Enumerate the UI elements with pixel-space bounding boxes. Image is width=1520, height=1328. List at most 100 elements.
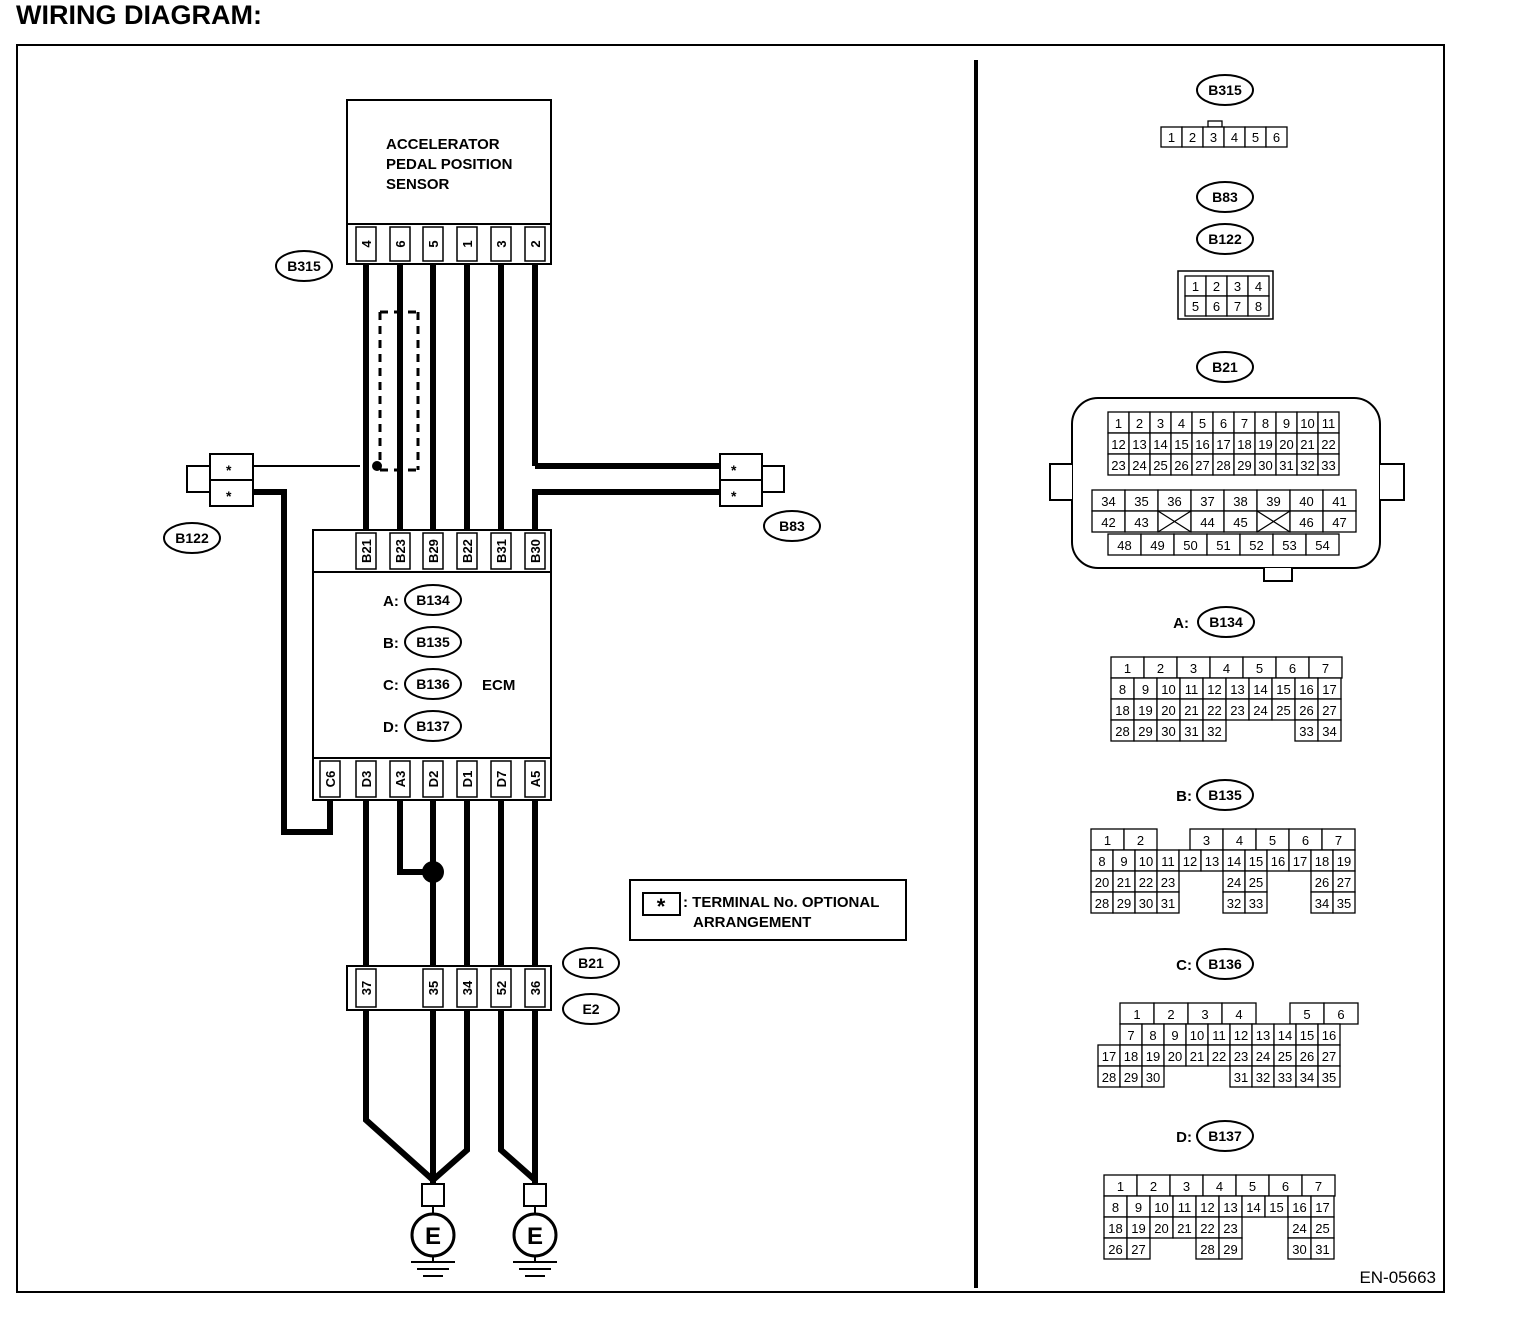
b21-view-lower-pin: 43	[1134, 515, 1148, 530]
b134-view-tag-oval	[1197, 606, 1255, 638]
b136-view-pin: 20	[1168, 1049, 1182, 1064]
sensor-label-line-3: SENSOR	[386, 176, 450, 193]
b21-view-lower-pin: 44	[1200, 515, 1214, 530]
b122-view-pin: 6	[1213, 299, 1220, 314]
b137-view-pin: 17	[1315, 1200, 1329, 1215]
b137-view-pin: 24	[1292, 1221, 1306, 1236]
b137-view-top-pin: 7	[1315, 1179, 1322, 1194]
b135-view-pin: 25	[1249, 875, 1263, 890]
b136-view-pin: 27	[1322, 1049, 1336, 1064]
b135-view-pin: 31	[1161, 896, 1175, 911]
b137-view-pin: 21	[1177, 1221, 1191, 1236]
b136-view-pin: 17	[1102, 1049, 1116, 1064]
b21-view-lower-pin: 37	[1200, 494, 1214, 509]
b137-view-pin: 11	[1178, 1200, 1192, 1215]
sensor-pin-label: 1	[460, 240, 475, 247]
b134-view-pin: 14	[1253, 682, 1267, 697]
b21-view-upper-pin: 10	[1300, 416, 1314, 431]
b21-view-upper-pin: 32	[1300, 458, 1314, 473]
b21-view-lower-pin: 51	[1216, 538, 1230, 553]
sensor-pin-cell	[355, 226, 377, 262]
b137-view-tag-oval	[1196, 1120, 1254, 1152]
b122-view-pin: 3	[1234, 279, 1241, 294]
ecm-block: ECM	[312, 529, 552, 801]
b135-view-pin: 29	[1117, 896, 1131, 911]
svg-text:B21: B21	[578, 955, 604, 971]
b134-view-pin: 20	[1161, 703, 1175, 718]
ecm-connector-prefix: A:	[383, 593, 399, 610]
b137-view-tag: B137	[1208, 1128, 1242, 1144]
b134-view-pin: 22	[1207, 703, 1221, 718]
ecm-top-pin-label: B30	[528, 539, 543, 563]
b315-view-pin: 2	[1189, 130, 1196, 145]
b315-view-pin: 5	[1252, 130, 1259, 145]
b135-view-prefix: B:	[1176, 788, 1192, 805]
b134-view-tag: B134	[1209, 614, 1243, 630]
b134-view-top-pin: 4	[1223, 661, 1230, 676]
b134-view-top-pin: 7	[1322, 661, 1329, 676]
b137-view-top-pin: 2	[1150, 1179, 1157, 1194]
b21-view-upper-pin: 31	[1279, 458, 1293, 473]
b136-view-top-pin: 5	[1303, 1007, 1310, 1022]
b134-view-top-pin: 6	[1289, 661, 1296, 676]
b122-view-pin: 8	[1255, 299, 1262, 314]
b136-view-top-pin: 2	[1167, 1007, 1174, 1022]
figure-code: EN-05663	[1359, 1268, 1436, 1287]
b135-view-pin: 15	[1249, 854, 1263, 869]
b21-view-lower-pin: 45	[1233, 515, 1247, 530]
b137-view-cell	[1126, 1237, 1151, 1260]
b136-view-pin: 24	[1256, 1049, 1270, 1064]
b122-optional-pin-1: *	[226, 462, 232, 478]
b21-view-lower-pin: 49	[1150, 538, 1164, 553]
b137-view-pin: 28	[1200, 1242, 1214, 1257]
b136-view-pin: 29	[1124, 1070, 1138, 1085]
b21-view-upper-pin: 17	[1216, 437, 1230, 452]
b315-view-pin: 3	[1210, 130, 1217, 145]
b137-view-pin: 18	[1108, 1221, 1122, 1236]
ecm-bottom-pin-cell	[524, 760, 546, 798]
b134-view-pin: 30	[1161, 724, 1175, 739]
b122-view-tag: B122	[1208, 231, 1242, 247]
b135-view-top-pin: 6	[1302, 833, 1309, 848]
b136-view-pin: 11	[1212, 1028, 1226, 1043]
b21-view-upper-pin: 20	[1279, 437, 1293, 452]
b21-view-upper-pin: 21	[1300, 437, 1314, 452]
joint-pin-label: 52	[494, 981, 509, 995]
ecm-connector-tag: B134	[416, 592, 450, 608]
b122-optional-pin-2: *	[226, 488, 232, 504]
b136-view-cell	[1141, 1065, 1165, 1088]
b21-view-upper-pin: 23	[1111, 458, 1125, 473]
b21-view-upper-pin: 7	[1241, 416, 1248, 431]
sensor-pin-label: 2	[528, 240, 543, 247]
ecm-top-pin-cell	[524, 532, 546, 570]
b21-view-lower-blank-cross	[1157, 510, 1192, 533]
b21-view-lower-pin: 48	[1117, 538, 1131, 553]
b315-view-cell	[1265, 126, 1288, 148]
b137-view-pin: 13	[1223, 1200, 1237, 1215]
b122-view-pin: 1	[1192, 279, 1199, 294]
b21-view-lower-cell	[1322, 510, 1357, 533]
b135-view-pin: 8	[1098, 854, 1105, 869]
b135-view-pin: 23	[1161, 875, 1175, 890]
b21-view-bottom-tab	[1263, 568, 1293, 582]
b21-view-lower-pin: 46	[1299, 515, 1313, 530]
sensor-pin-cell	[389, 226, 411, 262]
b122-view-pin: 2	[1213, 279, 1220, 294]
b134-view-pin: 28	[1115, 724, 1129, 739]
b134-view-pin: 12	[1207, 682, 1221, 697]
b135-view-pin: 33	[1249, 896, 1263, 911]
ecm-top-pin-cell	[456, 532, 478, 570]
b135-view-pin: 27	[1337, 875, 1351, 890]
b83-view-tag: B83	[1212, 189, 1238, 205]
ecm-bottom-pin-cell	[456, 760, 478, 798]
ecm-connector-prefix: D:	[383, 719, 399, 736]
b134-view-prefix: A:	[1173, 615, 1189, 632]
b134-view-pin: 17	[1322, 682, 1336, 697]
b21-view-upper-pin: 33	[1321, 458, 1335, 473]
b137-view-pin: 19	[1131, 1221, 1145, 1236]
b135-view-tag-oval	[1196, 779, 1254, 811]
b21-view-lower-pin: 41	[1332, 494, 1346, 509]
sensor-pin-label: 6	[393, 240, 408, 247]
b122-view-pin: 5	[1192, 299, 1199, 314]
b135-view-pin: 17	[1293, 854, 1307, 869]
